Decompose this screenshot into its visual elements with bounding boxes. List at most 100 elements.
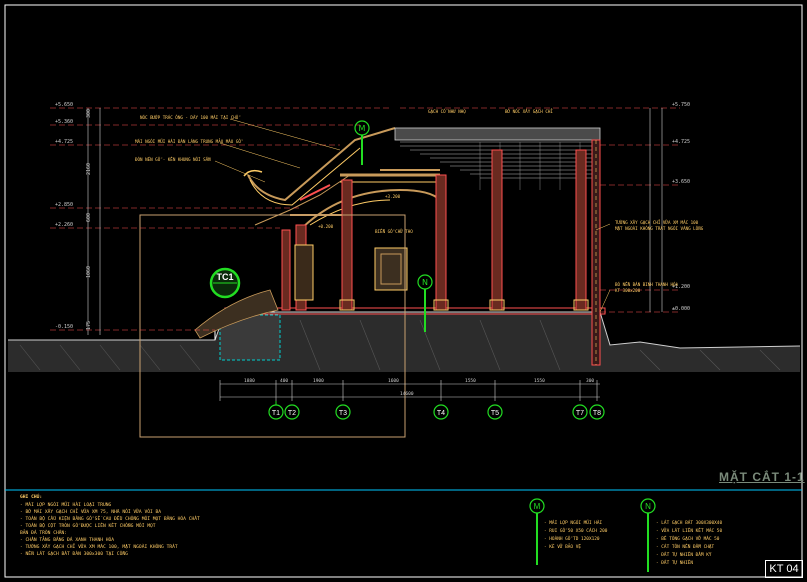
level-lines-right bbox=[400, 107, 680, 313]
grid-axis-t4[interactable]: T4 bbox=[433, 404, 449, 420]
dim-label-total: 14600 bbox=[400, 391, 414, 397]
level-label: +5.750 bbox=[672, 102, 690, 108]
horizontal-dimension-chain bbox=[219, 380, 600, 401]
annotation: BIỂN GỖ CHỮ THO bbox=[375, 229, 413, 234]
dim-label: 1060 bbox=[86, 266, 92, 278]
level-label: +1.200 bbox=[672, 284, 690, 290]
grid-axis-t1[interactable]: T1 bbox=[268, 401, 284, 420]
legend-line: - CÁT TÔN NỀN ĐẦM CHẶT bbox=[656, 542, 715, 550]
dim-label: 1550 bbox=[534, 378, 545, 384]
grid-axis-label: T1 bbox=[272, 410, 280, 417]
notes-line: - TOÀN BỘ CẤU KIỆN BẰNG GỖ SẾ CAU ĐỀU CH… bbox=[20, 514, 200, 522]
notes-line: BẢN ĐÁ TRÒN CHÂN: bbox=[20, 528, 67, 536]
annotation: NÓC BƯỚP TRÁC ÔNG - DÀY 100 MÁI TẠI CHỖ bbox=[140, 115, 240, 120]
annotation: KT 300x200 bbox=[615, 288, 641, 293]
legend-line: - ĐẤT TỰ NHIÊN bbox=[656, 558, 693, 566]
level-lines-left bbox=[50, 107, 390, 331]
annotation: BÓ NỀN BÁN BINH THANH HÓA bbox=[615, 282, 679, 287]
level-label: +5.650 bbox=[55, 102, 73, 108]
left-dimension-chain bbox=[87, 108, 101, 335]
notes-line: - NỀN LÁT GẠCH BÁT ĐÀN 300x300 TẠI CỔNG bbox=[20, 549, 128, 557]
level-label: +4.725 bbox=[672, 139, 690, 145]
left-roof bbox=[243, 127, 396, 226]
annotation: ĐÒN NÉN GỖ - KÊN KHUNG NỐI SẴN bbox=[135, 157, 211, 162]
annotation-labels: NÓC BƯỚP TRÁC ÔNG - DÀY 100 MÁI TẠI CHỖ … bbox=[135, 109, 704, 293]
legend-line: - MÁI LỢP NGÓI MŨI HÀI bbox=[544, 519, 603, 526]
legend-line: - LÁT GẠCH BÁT 300X300X40 bbox=[656, 519, 722, 526]
dim-label: 1550 bbox=[465, 378, 476, 384]
detail-callout-box bbox=[139, 214, 406, 438]
annotation: BỜ NÓC XÂY GẠCH CHỈ bbox=[505, 109, 553, 114]
level-label: +4.725 bbox=[55, 139, 73, 145]
drawing-border bbox=[4, 4, 803, 578]
annotation: GẠCH CỔ NHƯ NHỌ bbox=[428, 109, 466, 114]
section-marker-m-plan[interactable]: M bbox=[354, 120, 370, 165]
grid-axis-markers: T1 T2 T3 T4 T5 T7 T8 bbox=[268, 401, 605, 420]
grid-axis-label: T8 bbox=[593, 410, 601, 417]
grid-axis-label: T3 bbox=[339, 410, 347, 417]
vertical-dimension-labels: 300 2160 600 1060 175 bbox=[86, 109, 92, 330]
detail-callout-tc1[interactable]: TC1 bbox=[209, 267, 241, 299]
notes-line: - TOÀN BỘ CỘT TRÒN GỖ ĐƯỢC LIÊN KẾT CHỐN… bbox=[20, 521, 156, 529]
dim-label: 300 bbox=[86, 109, 92, 118]
annotation: MẶT NGOÀI KHÔNG TRÁT NGÓI VÀNG LỒNG bbox=[615, 226, 704, 231]
grid-axis-label: T5 bbox=[491, 410, 499, 417]
level-label: ±0.000 bbox=[672, 306, 690, 312]
level-label: -0.150 bbox=[55, 324, 73, 330]
dim-label: 300 bbox=[586, 378, 594, 384]
level-label: +2.260 bbox=[55, 222, 73, 228]
grid-axis-t7[interactable]: T7 bbox=[572, 404, 588, 420]
legend-marker: N bbox=[645, 502, 651, 511]
notes-line: - MÁI LỢP NGÓI MŨI HÀI LOẠI TRUNG bbox=[20, 501, 112, 508]
ground-section bbox=[8, 311, 801, 372]
section-marker-m-label: M bbox=[359, 124, 366, 133]
right-level-labels: +5.750 +4.725 +3.650 +1.200 ±0.000 bbox=[672, 102, 690, 312]
right-brick-wall bbox=[591, 139, 601, 366]
horizontal-dimension-labels: 1880 400 1900 1600 1550 1550 300 14600 bbox=[244, 378, 594, 397]
legend-line: - RUI GỖ 50 X50 CÁCH 200 bbox=[544, 527, 608, 534]
dim-label: 1880 bbox=[244, 378, 255, 384]
legend-line: - KÈ VỮ BẢO VỆ bbox=[544, 542, 581, 550]
dim-label: 1600 bbox=[388, 378, 399, 384]
sheet-code-box: KT 04 bbox=[765, 560, 803, 578]
level-label: +5.360 bbox=[55, 119, 73, 125]
annotation-leaders bbox=[214, 118, 611, 313]
general-notes: GHI CHÚ: - MÁI LỢP NGÓI MŨI HÀI LOẠI TRU… bbox=[20, 493, 200, 557]
legend-line: - VỮA LÁT LIÊN KẾT MÁC 50 bbox=[656, 526, 722, 534]
left-level-labels: +5.650 +5.360 +4.725 +2.850 +2.260 -0.15… bbox=[55, 102, 73, 330]
section-marker-n-plan[interactable]: N bbox=[417, 274, 433, 332]
notes-line: - CHÂN TẢNG BẰNG ĐÁ XANH THANH HÓA bbox=[20, 535, 114, 543]
grid-axis-label: T4 bbox=[437, 410, 445, 417]
annotation: +0.200 bbox=[318, 224, 334, 229]
notes-line: - TƯỜNG XÂY GẠCH CHỈ VỮA XM MÁC 100, MẶT… bbox=[20, 542, 178, 550]
dim-label: 1900 bbox=[313, 378, 324, 384]
legend-line: - BÊ TÔNG GẠCH VỠ MÁC 50 bbox=[656, 534, 720, 542]
layer-legend-m: M - MÁI LỢP NGÓI MŨI HÀI - RUI GỖ 50 X50… bbox=[529, 498, 608, 565]
section-title: MẶT CẮT 1-1 bbox=[719, 470, 805, 484]
roof-trusses bbox=[290, 169, 441, 231]
grid-axis-label: T7 bbox=[576, 410, 584, 417]
grid-axis-label: T2 bbox=[288, 410, 296, 417]
annotation: TƯỜNG XÂY GẠCH CHỈ VỮA XM MÁC 100 bbox=[615, 220, 699, 225]
section-marker-n-label: N bbox=[422, 278, 428, 287]
notes-header: GHI CHÚ: bbox=[20, 493, 42, 500]
notes-line: - BỜ MÁI XÂY GẠCH CHỈ VỮA XM 75, NHÃ NỐI… bbox=[20, 507, 161, 515]
dim-label: 600 bbox=[86, 213, 92, 222]
entrance-stairs bbox=[194, 289, 281, 361]
dim-label: 175 bbox=[86, 321, 92, 330]
legend-line: - HOÀNH GỖ TD 120X120 bbox=[544, 535, 600, 542]
dim-label: 2160 bbox=[86, 163, 92, 175]
detail-callout-label: TC1 bbox=[216, 272, 233, 282]
grid-axis-t3[interactable]: T3 bbox=[335, 404, 351, 420]
legend-line: - ĐẤT TỰ NHIÊN ĐẦM KỸ bbox=[656, 550, 712, 558]
grid-axis-t2[interactable]: T2 bbox=[284, 404, 300, 420]
level-label: +3.650 bbox=[672, 179, 690, 185]
right-dimension-chain bbox=[649, 108, 663, 312]
grid-axis-t5[interactable]: T5 bbox=[487, 404, 503, 420]
grid-axis-t8[interactable]: T8 bbox=[589, 404, 605, 420]
annotation: +3.200 bbox=[385, 194, 401, 199]
layer-legend-n: N - LÁT GẠCH BÁT 300X300X40 - VỮA LÁT LI… bbox=[640, 498, 722, 572]
legend-marker: M bbox=[534, 502, 541, 511]
dim-label: 400 bbox=[280, 378, 288, 384]
